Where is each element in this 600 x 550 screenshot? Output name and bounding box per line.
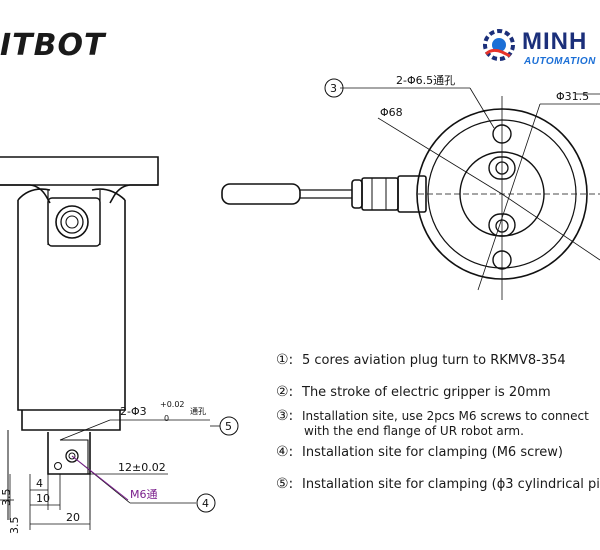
- side-dimensions: [0, 419, 210, 530]
- diameter-68: Φ68: [380, 106, 403, 119]
- hole-spec: 2-Φ6.5通孔: [396, 74, 455, 87]
- callout-3: 3: [330, 82, 337, 95]
- note-2: ②:The stroke of electric gripper is 20mm: [276, 384, 551, 400]
- m6-leader: [71, 455, 129, 501]
- side-view: [0, 156, 159, 520]
- pin-suffix: 通孔: [190, 406, 206, 416]
- callout-4: 4: [202, 497, 209, 510]
- thread-m6: M6通: [130, 488, 158, 501]
- minh-automation-logo: MINH AUTOMATION: [480, 22, 600, 72]
- callout-3-circle: [324, 78, 344, 98]
- pin-tol-upper: +0.02: [160, 400, 185, 409]
- callout-4-circle: [196, 493, 216, 513]
- itbot-logo: ITBOT: [0, 28, 105, 63]
- pin-tol-lower: 0: [164, 414, 169, 423]
- top-dimensions: [340, 87, 600, 300]
- itbot-logo-text: ITBOT: [0, 28, 106, 63]
- diameter-31.5: Φ31.5: [556, 90, 589, 103]
- dim-10: 10: [36, 492, 50, 505]
- note-1: ①:5 cores aviation plug turn to RKMV8-35…: [276, 352, 566, 368]
- dim-20: 20: [66, 511, 80, 524]
- brand-name: MINH: [522, 28, 588, 55]
- gear-hand-icon: [483, 29, 515, 61]
- dim-3.5: 3.5: [0, 489, 13, 507]
- dim-4: 4: [36, 477, 43, 490]
- dim-3.5b: 3.5: [8, 517, 21, 535]
- note-3: ③:Installation site, use 2pcs M6 screws …: [276, 408, 589, 438]
- callout-5: 5: [225, 420, 232, 433]
- pin-spec: 2-Φ3: [120, 405, 147, 418]
- dim-12: 12±0.02: [118, 461, 166, 474]
- brand-sub: AUTOMATION: [524, 56, 596, 67]
- note-4: ④:Installation site for clamping (M6 scr…: [276, 444, 564, 460]
- note-5: ⑤:Installation site for clamping (ϕ3 cyl…: [276, 476, 600, 492]
